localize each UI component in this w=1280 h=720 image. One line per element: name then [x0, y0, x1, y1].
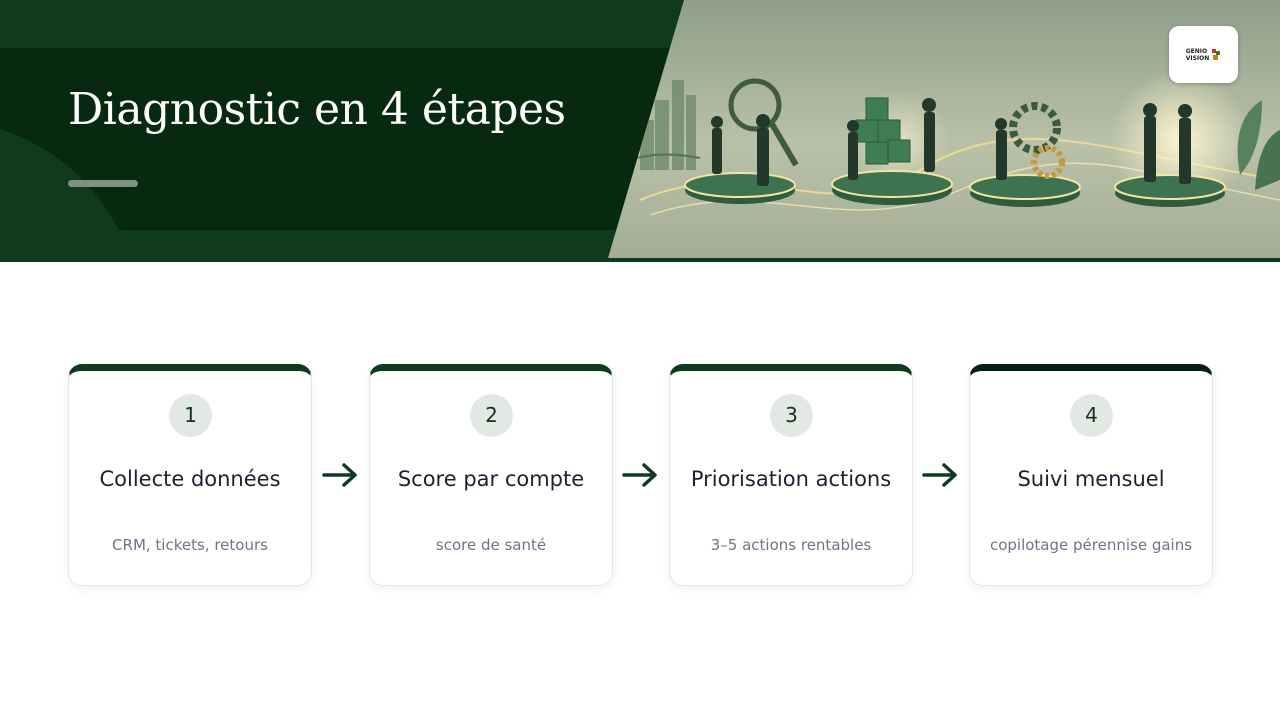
banner-bottom-rule: [0, 258, 1280, 262]
arrow-right-icon: [322, 463, 357, 487]
header-banner: Diagnostic en 4 étapes GENIO VISION: [0, 0, 1280, 262]
step-card-4: 4 Suivi mensuel copilotage pérennise gai…: [969, 364, 1213, 586]
step-title: Priorisation actions: [690, 467, 892, 491]
logo-mark-icon: [1212, 48, 1221, 60]
step-card-3: 3 Priorisation actions 3–5 actions renta…: [669, 364, 913, 586]
step-title: Score par compte: [397, 467, 585, 491]
logo-line-2: VISION: [1185, 54, 1210, 62]
step-subtitle: copilotage pérennise gains: [989, 536, 1193, 554]
step-number-badge: 4: [1070, 394, 1113, 437]
brand-logo: GENIO VISION: [1169, 26, 1238, 83]
step-subtitle: CRM, tickets, retours: [112, 536, 268, 554]
arrow-right-icon: [922, 463, 957, 487]
logo-line-1: GENIO: [1185, 47, 1208, 55]
step-subtitle: 3–5 actions rentables: [710, 536, 872, 554]
title-underline-accent: [68, 180, 138, 187]
step-number-badge: 3: [770, 394, 813, 437]
banner-title-band: [0, 48, 700, 230]
logo-wordmark: GENIO VISION: [1186, 48, 1210, 62]
step-number-badge: 1: [169, 394, 212, 437]
arrow-right-icon: [622, 463, 657, 487]
step-title: Suivi mensuel: [1017, 467, 1165, 491]
banner-illustration: [608, 0, 1280, 258]
step-subtitle: score de santé: [435, 536, 547, 554]
step-card-1: 1 Collecte données CRM, tickets, retours: [68, 364, 312, 586]
step-card-2: 2 Score par compte score de santé: [369, 364, 613, 586]
page-title: Diagnostic en 4 étapes: [68, 84, 566, 135]
step-title: Collecte données: [99, 467, 281, 491]
step-number-badge: 2: [470, 394, 513, 437]
